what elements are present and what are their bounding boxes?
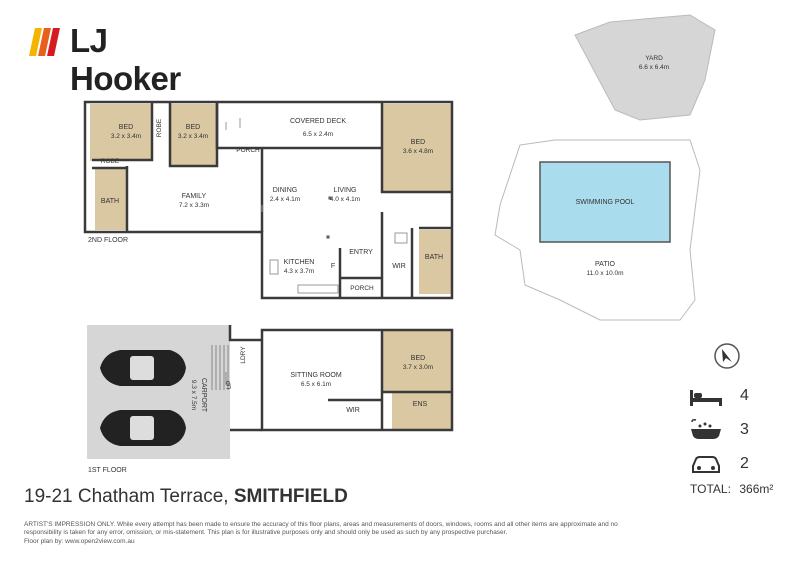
covered-deck-size: 6.5 x 2.4m (303, 131, 333, 138)
property-address: 19-21 Chatham Terrace, SMITHFIELD (24, 486, 348, 508)
bathrooms-count: 3 (740, 421, 749, 438)
bed1-label: BED (119, 124, 133, 131)
kitchen-size: 4.3 x 3.7m (284, 268, 314, 275)
wir2-label: WIR (346, 407, 360, 414)
address-street: 19-21 Chatham Terrace, (24, 486, 229, 507)
address-suburb: SMITHFIELD (233, 486, 348, 507)
stairs (211, 345, 229, 390)
lj-hooker-logo: LJ Hooker (29, 22, 220, 97)
kitchen-label: KITCHEN (284, 259, 315, 266)
stairs-up-label: UP (226, 380, 233, 389)
bedrooms-feature: 4 (688, 384, 778, 410)
bed-icon (690, 390, 722, 406)
sitting-room-label: SITTING ROOM (290, 372, 342, 379)
yard-size: 6.6 x 6.4m (639, 64, 669, 71)
yard-area (574, 14, 716, 121)
bath2-fill (419, 230, 451, 294)
lower-floor-walls (228, 325, 454, 432)
bed4-label: BED (411, 355, 425, 362)
total-area: TOTAL: 366m² (690, 482, 790, 496)
living-label: LIVING (334, 187, 357, 194)
bed2-size: 3.2 x 3.4m (178, 133, 208, 140)
bed4-fill (382, 330, 452, 392)
living-size: 4.0 x 4.1m (330, 196, 360, 203)
bed2-fill (170, 104, 217, 166)
upper-floor-walls (83, 100, 454, 300)
bath1-label: BATH (101, 198, 119, 205)
porch2-label: PORCH (350, 285, 374, 292)
yard-label: YARD (645, 55, 663, 62)
bed1-fill (90, 104, 152, 161)
laundry-label: LDRY (240, 346, 247, 364)
total-label: TOTAL: (690, 482, 731, 496)
patio-label: PATIO (595, 261, 616, 268)
ens-label: ENS (413, 401, 428, 408)
bed3-size: 3.6 x 4.8m (403, 148, 433, 155)
swimming-pool (539, 161, 671, 243)
patio-size: 11.0 x 10.0m (586, 270, 623, 277)
family-size: 7.2 x 3.3m (179, 202, 209, 209)
dining-label: DINING (273, 187, 298, 194)
brand-name: LJ Hooker (70, 22, 181, 97)
carport-label: CARPORT (200, 378, 207, 413)
fridge-label: F (331, 263, 335, 270)
bedrooms-count: 4 (740, 387, 749, 404)
car-spaces-feature: 2 (688, 452, 778, 478)
entry-label: ENTRY (349, 249, 373, 256)
bed2-label: BED (186, 124, 200, 131)
total-value: 366m² (739, 482, 774, 496)
robe2-label: ROBE (101, 158, 120, 165)
porch1-label: PORCH (236, 147, 260, 154)
bed4-size: 3.7 x 3.0m (403, 364, 433, 371)
ens-fill (392, 393, 452, 431)
compass-icon (714, 343, 740, 369)
pool-label: SWIMMING POOL (576, 199, 635, 206)
family-label: FAMILY (182, 193, 207, 200)
wir1-label: WIR (392, 263, 406, 270)
car-1 (100, 350, 186, 386)
carport-size: 9.3 x 7.5m (190, 380, 197, 410)
bath2-label: BATH (425, 254, 443, 261)
dining-size: 2.4 x 4.1m (270, 196, 300, 203)
bath1-fill (95, 168, 127, 230)
sitting-room-size: 6.5 x 6.1m (301, 381, 331, 388)
covered-deck-label: COVERED DECK (290, 118, 346, 125)
bed3-label: BED (411, 139, 425, 146)
floorplan-credit: Floor plan by: www.open2view.com.au (24, 538, 135, 545)
upper-floor-details (225, 118, 408, 294)
disclaimer-text: ARTIST'S IMPRESSION ONLY. While every at… (24, 521, 618, 536)
car-spaces-count: 2 (740, 455, 749, 472)
first-floor-label: 1ST FLOOR (88, 467, 127, 474)
car-2 (100, 410, 186, 446)
car-icon (692, 456, 720, 473)
bed1-size: 3.2 x 3.4m (111, 133, 141, 140)
second-floor-label: 2ND FLOOR (88, 237, 128, 244)
bed3-fill (382, 104, 452, 192)
robe1-label: ROBE (156, 118, 163, 137)
bath-icon (691, 419, 721, 439)
bathrooms-feature: 3 (688, 418, 778, 444)
